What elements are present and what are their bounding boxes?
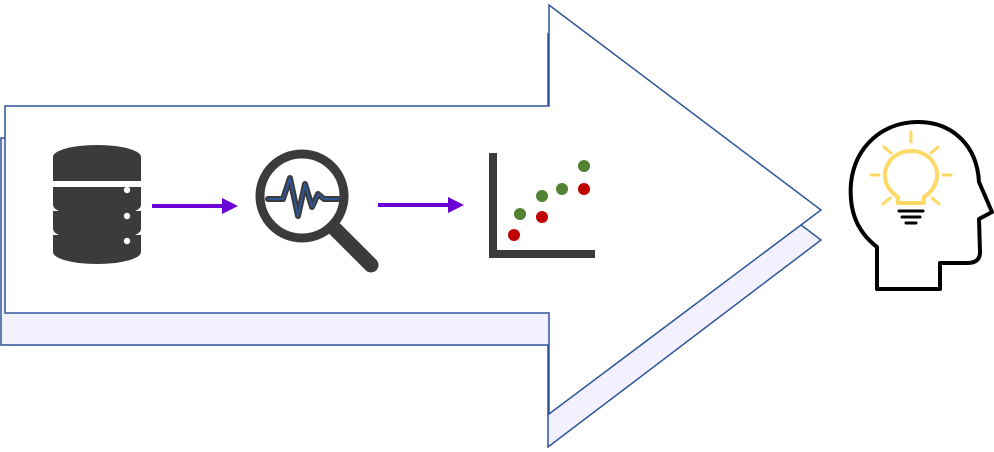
scatter-y-axis (489, 153, 497, 258)
flow-arrow (4, 3, 823, 416)
scatter-point (578, 160, 590, 172)
scatter-point (514, 208, 526, 220)
scatter-point (536, 211, 548, 223)
scatter-x-axis (489, 250, 595, 258)
scatter-plot-icon (489, 153, 595, 258)
magnifier-waveform-icon (255, 149, 379, 273)
head-outline (848, 120, 994, 291)
scatter-point (508, 229, 520, 241)
scatter-point (536, 190, 548, 202)
scatter-point (556, 183, 568, 195)
lightbulb-icon (869, 130, 953, 225)
connector-arrow-1 (152, 198, 238, 214)
database-icon (53, 145, 141, 264)
head-lightbulb-icon (848, 120, 994, 291)
connector-arrow-2 (378, 197, 464, 213)
scatter-point (578, 183, 590, 195)
